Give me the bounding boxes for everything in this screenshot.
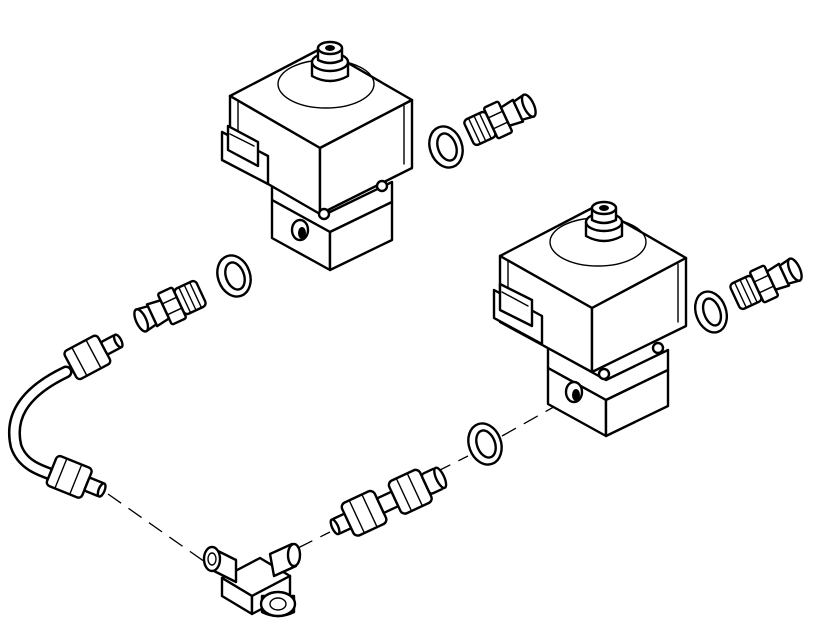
assembly-line-washer-to-valve bbox=[501, 394, 576, 437]
washer-top-right bbox=[428, 125, 464, 169]
assembly-line-tee-to-fitting bbox=[297, 531, 331, 549]
hose-barb-fitting-right bbox=[729, 257, 803, 311]
tube-nut-bottom bbox=[45, 454, 107, 499]
solenoid-valve-top bbox=[220, 40, 414, 272]
hose-barb-fitting-left bbox=[133, 279, 207, 333]
tee-fitting bbox=[202, 542, 302, 618]
assembly-lines bbox=[107, 394, 576, 563]
washers bbox=[216, 125, 729, 466]
washer-bottom bbox=[467, 422, 503, 466]
hose-barb-fitting-top bbox=[463, 93, 537, 147]
solenoid-valve-right bbox=[492, 200, 688, 438]
compression-fitting bbox=[329, 466, 448, 537]
assembly-line-tube-to-tee bbox=[107, 493, 206, 563]
assembly-line-fitting-to-washer bbox=[435, 455, 469, 473]
washer-top-left bbox=[216, 254, 252, 298]
tube-nut-top bbox=[63, 333, 124, 381]
washer-right bbox=[693, 290, 729, 334]
tube-assembly bbox=[7, 333, 124, 499]
